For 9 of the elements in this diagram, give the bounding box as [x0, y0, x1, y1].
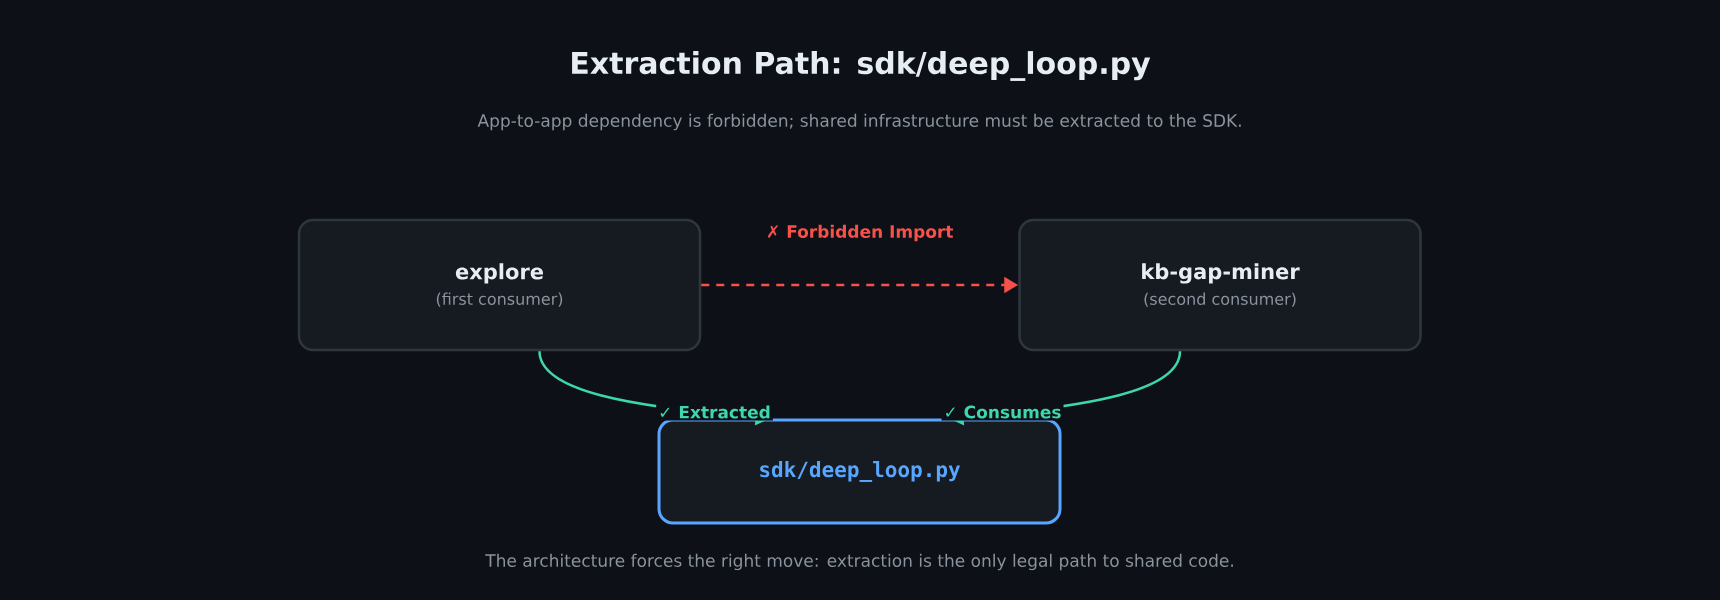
- sdk-module-box: sdk/deep_loop.py: [657, 418, 1062, 525]
- title: Extraction Path: sdk/deep_loop.py: [572, 51, 1151, 81]
- module-box: explore (first consumer): [297, 218, 702, 352]
- module-box: kb-gap-miner (second consumer): [1018, 218, 1422, 352]
- edge-label: ✓ Extracted: [660, 405, 770, 419]
- edge-label: ✗ Forbidden Import: [768, 224, 954, 242]
- subtitle: App-to-app dependency is forbidden; shared infrastructure must be extracted to the SDK.: [477, 113, 1241, 131]
- edge-label: ✓ Consumes: [946, 405, 1061, 419]
- caption: The architecture forces the right move: extraction is the only legal path to shared code.: [485, 553, 1233, 571]
